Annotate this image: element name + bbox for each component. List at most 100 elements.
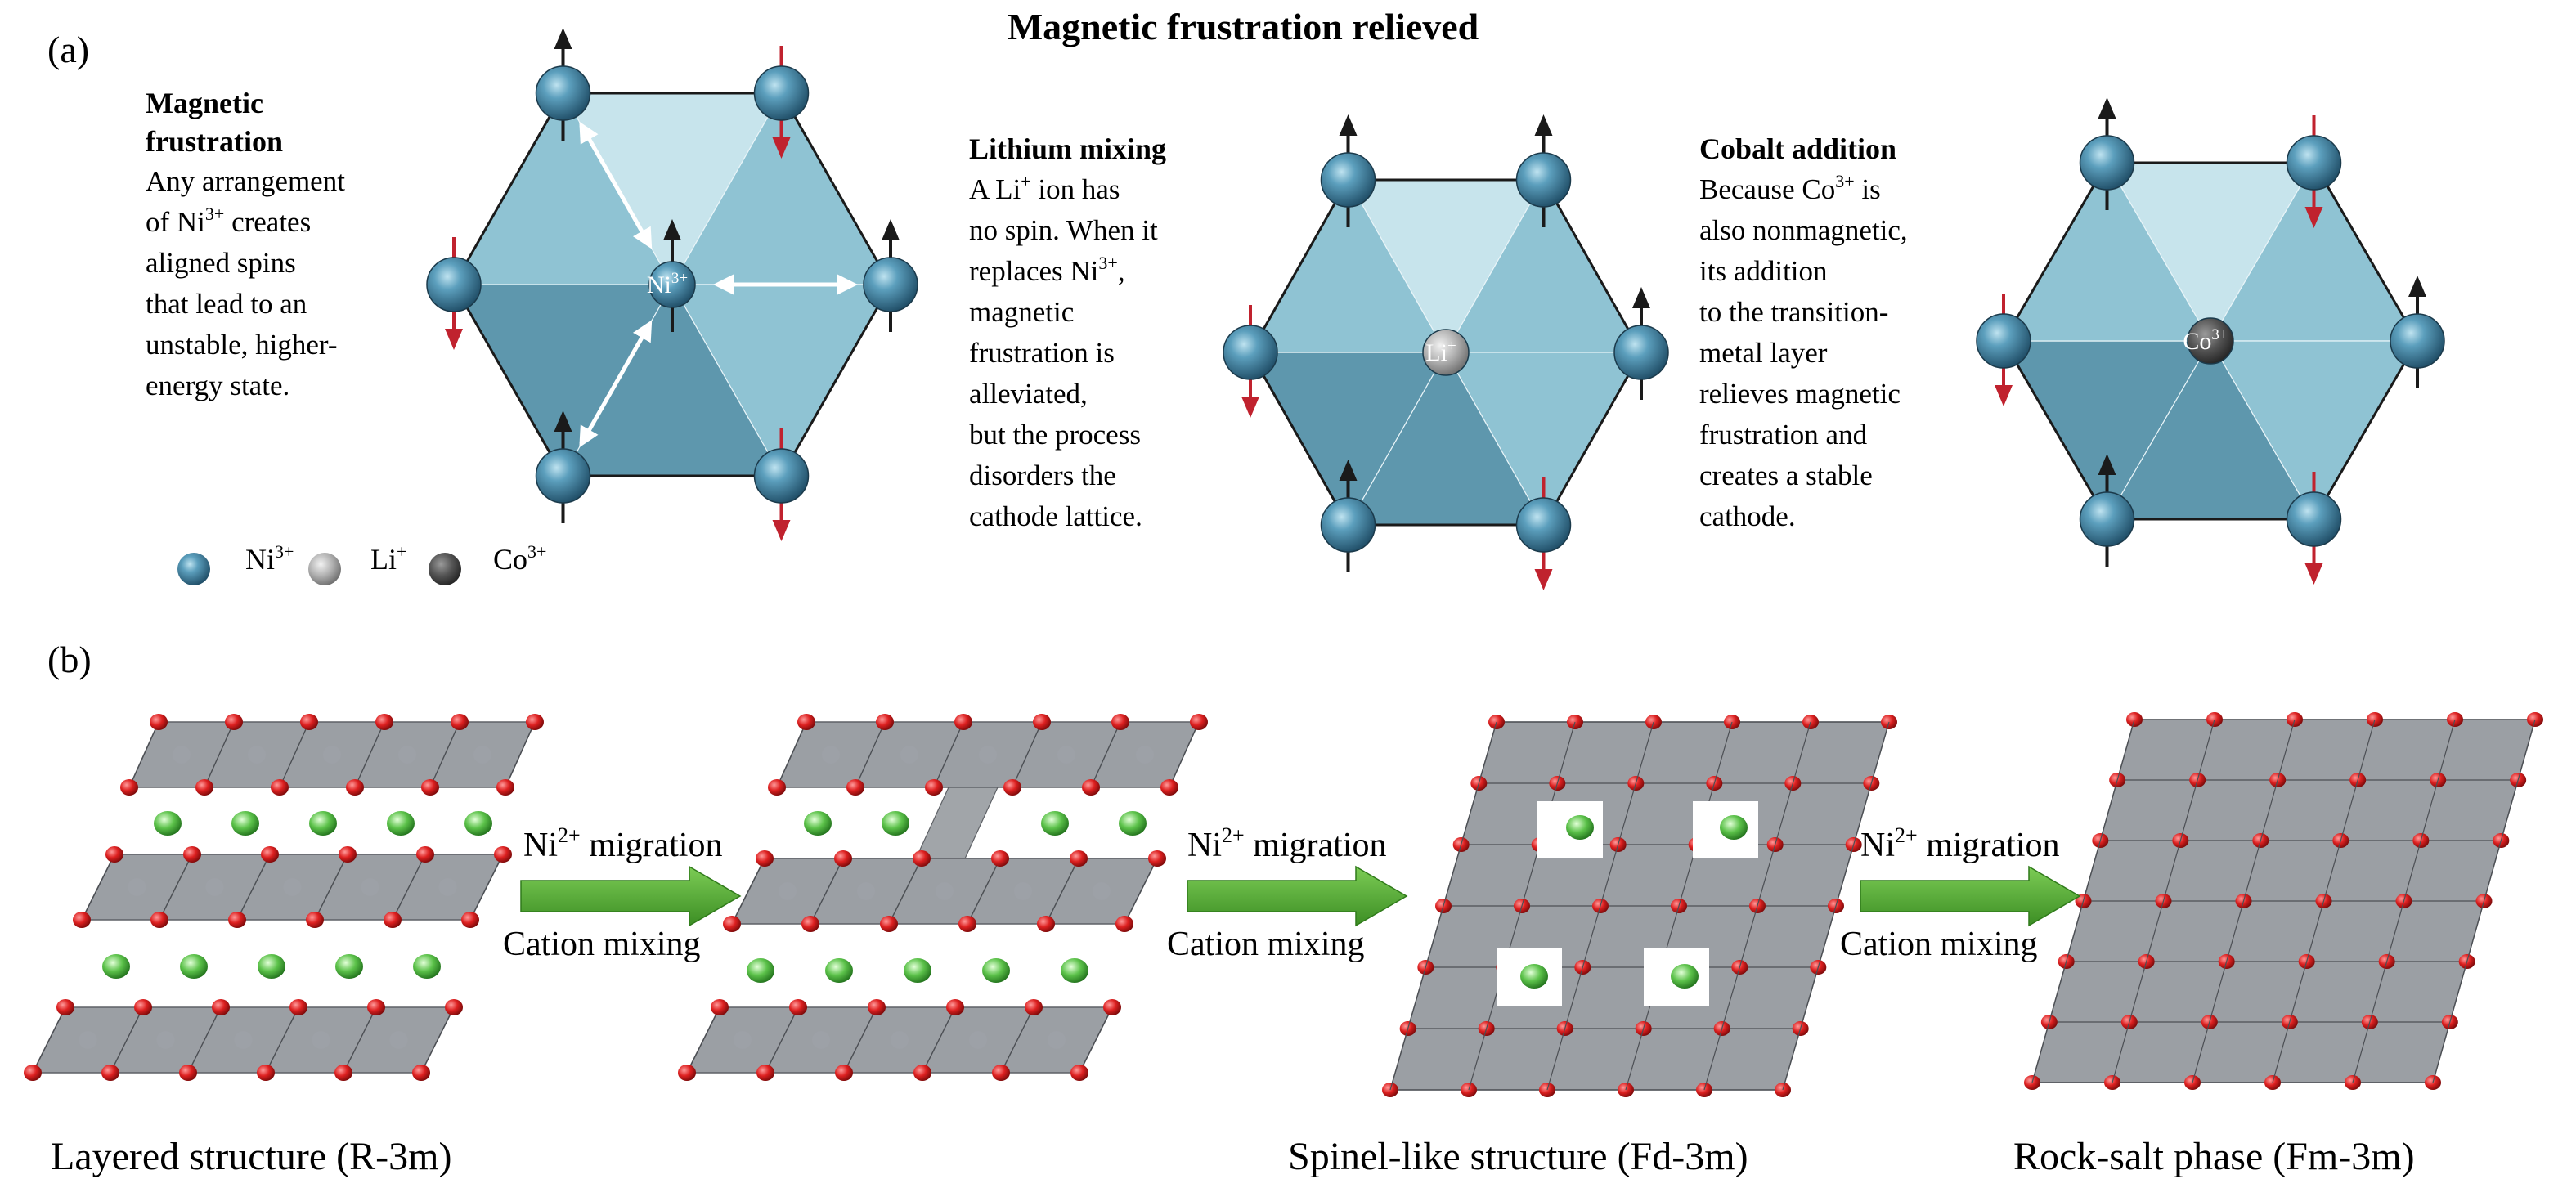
transition-metal-atom xyxy=(891,1031,909,1049)
migration-arrow xyxy=(520,865,742,927)
spin-up-arrowhead xyxy=(1339,460,1358,481)
oxygen-atom xyxy=(756,850,774,867)
section-body-line: relieves magnetic xyxy=(1699,378,1901,410)
crystal-spinel-like-structure xyxy=(1382,715,1897,1097)
lithium-ion xyxy=(335,954,363,979)
spin-up-arrowhead xyxy=(554,410,572,432)
transition-metal-atom xyxy=(779,882,797,900)
oxygen-atom xyxy=(913,850,931,867)
oxygen-atom xyxy=(150,714,168,730)
oxygen-atom xyxy=(756,1065,774,1081)
ni-vertex-ion xyxy=(1320,497,1376,553)
spin-up-arrowhead xyxy=(554,28,572,49)
transition-metal-atom xyxy=(173,746,191,764)
spin-up-arrowhead xyxy=(1339,114,1358,136)
section-body-line: alleviated, xyxy=(969,378,1088,410)
lattice-line xyxy=(1782,721,1890,1091)
oxygen-atom xyxy=(868,999,886,1015)
spin-down-arrowhead xyxy=(1995,385,2013,406)
section-body-line: to the transition- xyxy=(1699,296,1888,328)
oxygen-atom xyxy=(835,1065,853,1081)
oxygen-atom xyxy=(73,912,91,928)
transition-metal-atom xyxy=(205,878,224,896)
oxygen-atom xyxy=(991,850,1009,867)
transition-metal-atom xyxy=(1048,1031,1066,1049)
octahedra-edge xyxy=(392,854,426,921)
section-body-line: that lead to an xyxy=(146,288,307,320)
oxygen-atom xyxy=(1115,916,1133,932)
lithium-ion xyxy=(309,811,337,836)
ni-vertex-ion xyxy=(1515,152,1572,208)
li-legend-icon xyxy=(308,553,341,585)
section-body-line: no spin. When it xyxy=(969,214,1158,246)
spin-up-arrowhead xyxy=(663,219,681,240)
octahedra-edge xyxy=(128,721,159,788)
oxygen-atom xyxy=(1160,779,1178,796)
ni-vertex-ion xyxy=(2079,135,2135,191)
spin-down-arrowhead xyxy=(2304,563,2323,585)
cation-mixing-label: Cation mixing xyxy=(503,926,701,963)
oxygen-atom xyxy=(375,714,393,730)
oxygen-atom xyxy=(56,999,74,1015)
octahedra-edge xyxy=(1000,1006,1034,1074)
transition-metal-atom xyxy=(1057,746,1075,764)
oxygen-atom xyxy=(496,779,514,796)
oxygen-atom xyxy=(846,779,864,796)
oxygen-atom xyxy=(1003,779,1021,796)
spin-up-arrowhead xyxy=(2098,97,2116,119)
section-body-line: its addition xyxy=(1699,255,1828,287)
section-body-line: A Li+ ion has xyxy=(969,171,1120,205)
oxygen-atom xyxy=(334,1065,352,1081)
oxygen-atom xyxy=(1070,1065,1088,1081)
oxygen-atom xyxy=(195,779,213,796)
panel-b-label: (b) xyxy=(47,639,92,680)
ni-vertex-ion xyxy=(1320,152,1376,208)
figure-title: Magnetic frustration relieved xyxy=(1008,6,1479,47)
octahedra-edge xyxy=(776,721,807,788)
transition-metal-atom xyxy=(128,878,146,896)
ni-vertex-ion xyxy=(2286,135,2342,191)
section-body-line: magnetic xyxy=(969,296,1074,328)
oxygen-atom xyxy=(451,714,469,730)
octahedra-edge xyxy=(967,858,1001,925)
hexagon-ni-frustration: Ni3+ xyxy=(426,28,918,541)
crystal-layered-structure xyxy=(24,714,544,1081)
lattice-line xyxy=(1546,721,1654,1091)
hexagon-co-addition: Co3+ xyxy=(1976,97,2445,585)
octahedra-edge xyxy=(343,1006,377,1074)
oxygen-atom xyxy=(24,1065,42,1081)
octahedra-edge xyxy=(1124,858,1158,925)
lithium-ion xyxy=(258,954,285,979)
ni-migration-label: Ni2+ migration xyxy=(523,823,722,864)
center-ion-label: Ni3+ xyxy=(647,270,688,298)
oxygen-atom xyxy=(925,779,943,796)
section-body-line: metal layer xyxy=(1699,337,1828,369)
lithium-ion xyxy=(102,954,130,979)
oxygen-atom xyxy=(801,916,819,932)
octahedra-edge xyxy=(429,721,460,788)
transition-metal-atom xyxy=(900,746,918,764)
legend-co-label: Co3+ xyxy=(493,541,546,576)
co-legend-icon xyxy=(429,553,461,585)
section-body-line: of Ni3+ creates xyxy=(146,204,311,238)
section-body-line: Because Co3+ is xyxy=(1699,171,1881,205)
oxygen-atom xyxy=(306,912,324,928)
lithium-ion xyxy=(825,958,853,983)
transition-metal-atom xyxy=(822,746,840,764)
oxygen-atom xyxy=(101,1065,119,1081)
lattice-line xyxy=(1625,721,1733,1091)
spin-down-arrowhead xyxy=(445,329,463,350)
ni-vertex-ion xyxy=(2079,491,2135,547)
oxygen-atom xyxy=(257,1065,275,1081)
section-body-line: replaces Ni3+, xyxy=(969,253,1125,287)
section-heading: Cobalt addition xyxy=(1699,132,1896,165)
section-body-line: creates a stable xyxy=(1699,460,1873,491)
octahedra-edge xyxy=(1012,721,1043,788)
section-body-line: disorders the xyxy=(969,460,1116,491)
transition-metal-atom xyxy=(979,746,997,764)
octahedra-edge xyxy=(236,854,271,921)
lithium-ion xyxy=(1671,964,1699,989)
oxygen-atom xyxy=(384,912,402,928)
ni-vertex-ion xyxy=(2286,491,2342,547)
